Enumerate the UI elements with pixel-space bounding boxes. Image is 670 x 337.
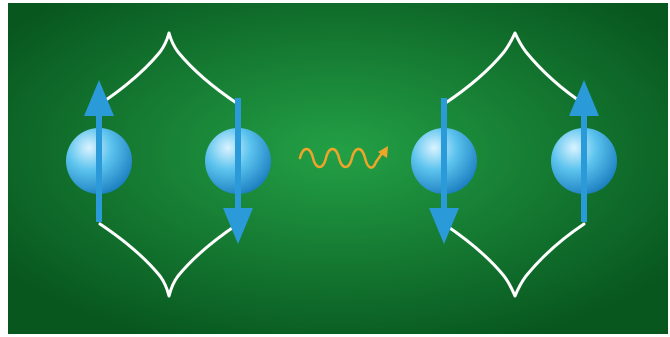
right-pair-outline <box>442 31 586 298</box>
photon-arrowhead <box>378 146 388 158</box>
left-pair-outline <box>98 31 240 298</box>
left-particle-spin-up <box>66 80 132 222</box>
right-particle-spin-up <box>551 80 617 222</box>
spin-down-arrow-icon <box>223 98 253 244</box>
spin-down-arrow-icon <box>429 98 459 244</box>
right-particle-spin-down <box>411 98 477 244</box>
left-particle-spin-down <box>205 98 271 244</box>
right-pair <box>411 31 617 298</box>
wavy-photon-arrow-icon <box>298 146 388 169</box>
spin-up-arrow-icon <box>84 80 114 222</box>
photon-wave <box>298 147 385 169</box>
spin-up-arrow-icon <box>569 80 599 222</box>
left-pair <box>66 31 271 298</box>
